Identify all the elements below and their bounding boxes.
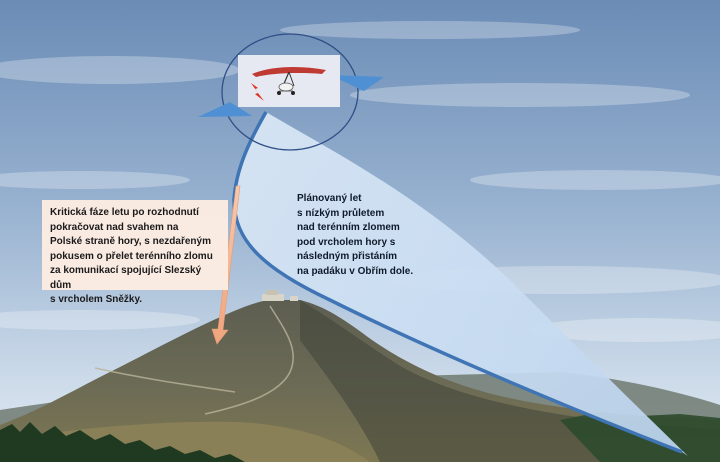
mountain-road [94,305,295,415]
planned-flight-path-edge [232,111,683,454]
lightning-bolt-icon [251,83,264,101]
critical-phase-callout: Kritická fáze letu po rozhodnutí pokračo… [42,200,228,305]
aircraft-inset [238,55,340,107]
forest-foreground [0,422,245,462]
circling-manoeuvre-ring [221,33,359,151]
planned-flight-path [234,112,688,456]
critical-phase-arrow [211,185,241,345]
direction-arrow-left [198,102,252,117]
summit-building [262,290,298,301]
ultralight-trike-icon [252,66,326,95]
planned-flight-callout: Plánovaný let s nízkým průletem nad teré… [297,193,414,277]
direction-arrow-right [330,75,384,91]
